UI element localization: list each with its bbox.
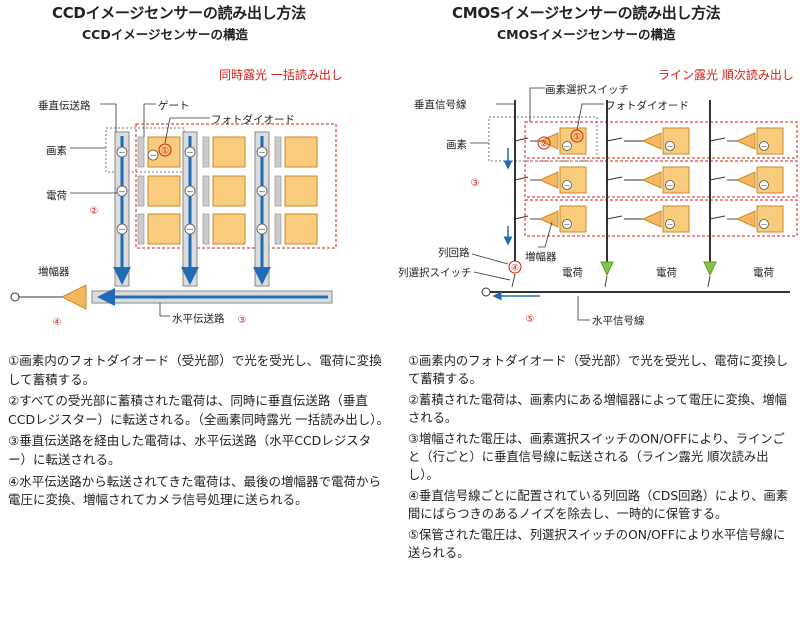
cmos-step-1: ①画素内のフォトダイオード（受光部）で光を受光し、電荷に変換して蓄積する。 [408, 354, 788, 386]
ccd-charge-signs: － － － － － － － － － － [118, 148, 266, 234]
cmos-label-column-select-switch: 列選択スイッチ [398, 267, 472, 279]
svg-text:－: － [258, 225, 266, 234]
ccd-output-terminal [10, 292, 20, 302]
cmos-marker-3: ③ [471, 178, 480, 189]
svg-text:②: ② [540, 140, 548, 150]
cmos-line-frames [524, 121, 798, 237]
svg-text:－: － [667, 143, 674, 151]
ccd-marker-3: ③ [238, 315, 247, 326]
cmos-step-3: ③増幅された電圧は、画素選択スイッチのON/OFFにより、ラインごと（行ごと）に… [408, 432, 785, 482]
ccd-marker-2: ② [90, 206, 99, 217]
cmos-label-vertical-signal-line: 垂直信号線 [414, 99, 467, 111]
ccd-step-4: ④水平伝送路から転送されてきた電荷は、最後の増幅器で電荷から電圧に変換、増幅され… [8, 473, 381, 508]
cmos-label-column-circuit: 列回路 [438, 247, 470, 259]
cmos-marker-4 [508, 260, 522, 274]
cmos-title: CMOSイメージセンサーの読み出し方法 [452, 4, 721, 22]
svg-text:－: － [564, 143, 571, 151]
svg-text:－: － [761, 143, 768, 151]
cmos-leader-lines [470, 87, 604, 321]
cmos-pixel-grid: － － － － － － － － － [514, 127, 784, 233]
svg-text:④: ④ [511, 264, 519, 274]
ccd-label-vertical-transfer: 垂直伝送路 [38, 100, 91, 112]
ccd-amplifier [60, 284, 87, 310]
cmos-label-charge-2: 電荷 [656, 267, 677, 279]
svg-text:－: － [186, 225, 194, 234]
svg-text:①: ① [161, 147, 169, 157]
cmos-diagram: － － － － － － － － － ① ② ③ ④ ⑤ [470, 87, 798, 325]
cmos-column-select-switches [511, 273, 711, 288]
ccd-label-horizontal-transfer: 水平伝送路 [172, 313, 225, 325]
cmos-label-pixel: 画素 [446, 139, 467, 151]
cmos-steps: ①画素内のフォトダイオード（受光部）で光を受光し、電荷に変換して蓄積する。 ②蓄… [408, 352, 796, 565]
cmos-output-terminal [481, 287, 491, 297]
cmos-label-amplifier: 増幅器 [525, 251, 557, 263]
svg-text:－: － [118, 187, 126, 196]
ccd-step-3: ③垂直伝送路を経由した電荷は、水平伝送路（水平CCDレジスター）に転送される。 [8, 433, 372, 467]
cmos-mode-label: ライン露光 順次読み出し [658, 68, 794, 82]
ccd-title: CCDイメージセンサーの読み出し方法 [52, 4, 306, 22]
svg-text:－: － [186, 148, 194, 157]
ccd-marker-4: ④ [53, 317, 62, 328]
cmos-marker-5: ⑤ [526, 314, 535, 325]
svg-text:－: － [258, 187, 266, 196]
cmos-label-horizontal-signal-line: 水平信号線 [592, 315, 645, 327]
cmos-subtitle: CMOSイメージセンサーの構造 [497, 27, 676, 42]
ccd-steps: ①画素内のフォトダイオード（受光部）で光を受光し、電荷に変換して蓄積する。 ②す… [8, 352, 390, 513]
svg-text:①: ① [573, 133, 581, 143]
ccd-label-amplifier: 増幅器 [38, 266, 70, 278]
svg-text:－: － [118, 225, 126, 234]
ccd-simultaneous-frame [135, 123, 337, 249]
svg-text:－: － [564, 182, 571, 190]
ccd-leader-lines [70, 103, 210, 317]
svg-text:－: － [149, 151, 157, 160]
ccd-vertical-transfer-paths [113, 131, 271, 287]
svg-text:－: － [667, 182, 674, 190]
svg-text:－: － [564, 221, 571, 229]
ccd-diagram: － － － － － － － － － － ① ② ④ ③ [10, 103, 337, 328]
cmos-step-4: ④垂直信号線ごとに配置されている列回路（CDS回路）により、画素間にばらつきのあ… [408, 489, 789, 521]
ccd-step-1: ①画素内のフォトダイオード（受光部）で光を受光し、電荷に変換して蓄積する。 [8, 353, 382, 387]
svg-text:－: － [761, 221, 768, 229]
svg-text:－: － [118, 148, 126, 157]
ccd-subtitle: CCDイメージセンサーの構造 [82, 27, 248, 42]
ccd-marker-1 [158, 143, 172, 157]
cmos-pixel-outline [488, 116, 598, 162]
svg-text:－: － [667, 221, 674, 229]
cmos-column-circuits [600, 261, 717, 277]
svg-text:－: － [761, 182, 768, 190]
cmos-step-5: ⑤保管された電圧は、列選択スイッチのON/OFFにより水平信号線に送られる。 [408, 528, 786, 560]
cmos-marker-2 [537, 136, 551, 150]
ccd-pixel-grid [147, 136, 318, 245]
cmos-step-2: ②蓄積された電荷は、画素内にある増幅器によって電圧に変換、増幅される。 [408, 393, 787, 425]
cmos-label-charge-3: 電荷 [753, 267, 774, 279]
ccd-label-pixel: 画素 [46, 145, 67, 157]
ccd-gates [137, 136, 282, 245]
cmos-label-charge-1: 電荷 [562, 267, 583, 279]
cmos-label-photodiode: フォトダイオード [605, 100, 689, 112]
ccd-label-gate: ゲート [158, 100, 190, 112]
ccd-step-2: ②すべての受光部に蓄積された電荷は、同時に垂直伝送路（垂直CCDレジスター）に転… [8, 393, 390, 427]
svg-text:－: － [186, 187, 194, 196]
svg-text:－: － [258, 148, 266, 157]
cmos-vertical-signal-lines [514, 100, 711, 262]
ccd-label-charge: 電荷 [46, 190, 67, 202]
ccd-mode-label: 同時露光 一括読み出し [219, 68, 343, 82]
ccd-label-photodiode: フォトダイオード [211, 114, 295, 126]
cmos-label-pixel-select-switch: 画素選択スイッチ [545, 84, 629, 96]
ccd-charges [116, 146, 268, 235]
